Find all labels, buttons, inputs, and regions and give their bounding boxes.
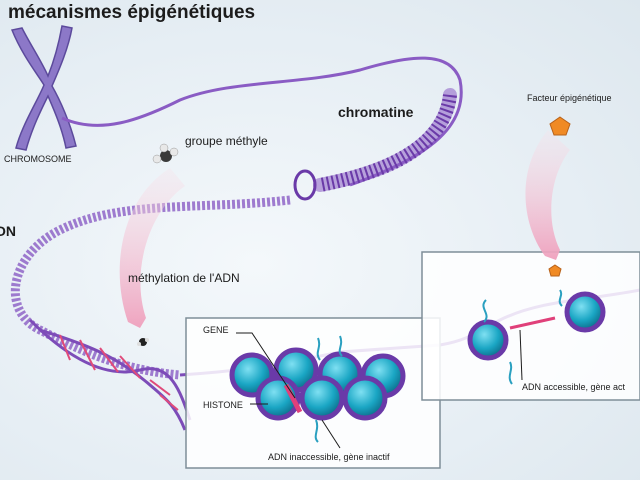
dna-methylation-label: méthylation de l'ADN (128, 271, 240, 285)
chromosome-shape (10, 25, 77, 151)
diagram-title: mécanismes épigénétiques (8, 2, 255, 23)
epigenetic-factor-label: Facteur épigénétique (527, 93, 612, 103)
methyl-group-icon (152, 143, 179, 164)
histone-label: HISTONE (203, 400, 243, 410)
chromatin-fiber (61, 56, 463, 187)
dna-label: ON (0, 223, 16, 239)
nucleosomes-active (467, 289, 606, 385)
epigenetic-factor-icon (549, 116, 571, 136)
inset1-leader-lines (236, 332, 341, 449)
methylation-arrow (119, 168, 185, 328)
methyl-group-label: groupe méthyle (185, 134, 268, 148)
nucleosome-cluster-inactive (229, 335, 406, 443)
chromosome-label: CHROMOSOME (4, 154, 72, 164)
gene-label: GENE (203, 325, 229, 335)
factor-arrow (525, 130, 570, 260)
bound-factor-icon (548, 264, 562, 277)
chromatin-label: chromatine (338, 104, 414, 120)
inset-panel-active (421, 251, 640, 401)
chromatin-coil (293, 88, 457, 201)
inaccessible-dna-label: ADN inaccessible, gène inactif (268, 452, 390, 462)
accessible-dna-label: ADN accessible, gène act (522, 382, 626, 392)
methyl-marker-icon (137, 338, 149, 346)
